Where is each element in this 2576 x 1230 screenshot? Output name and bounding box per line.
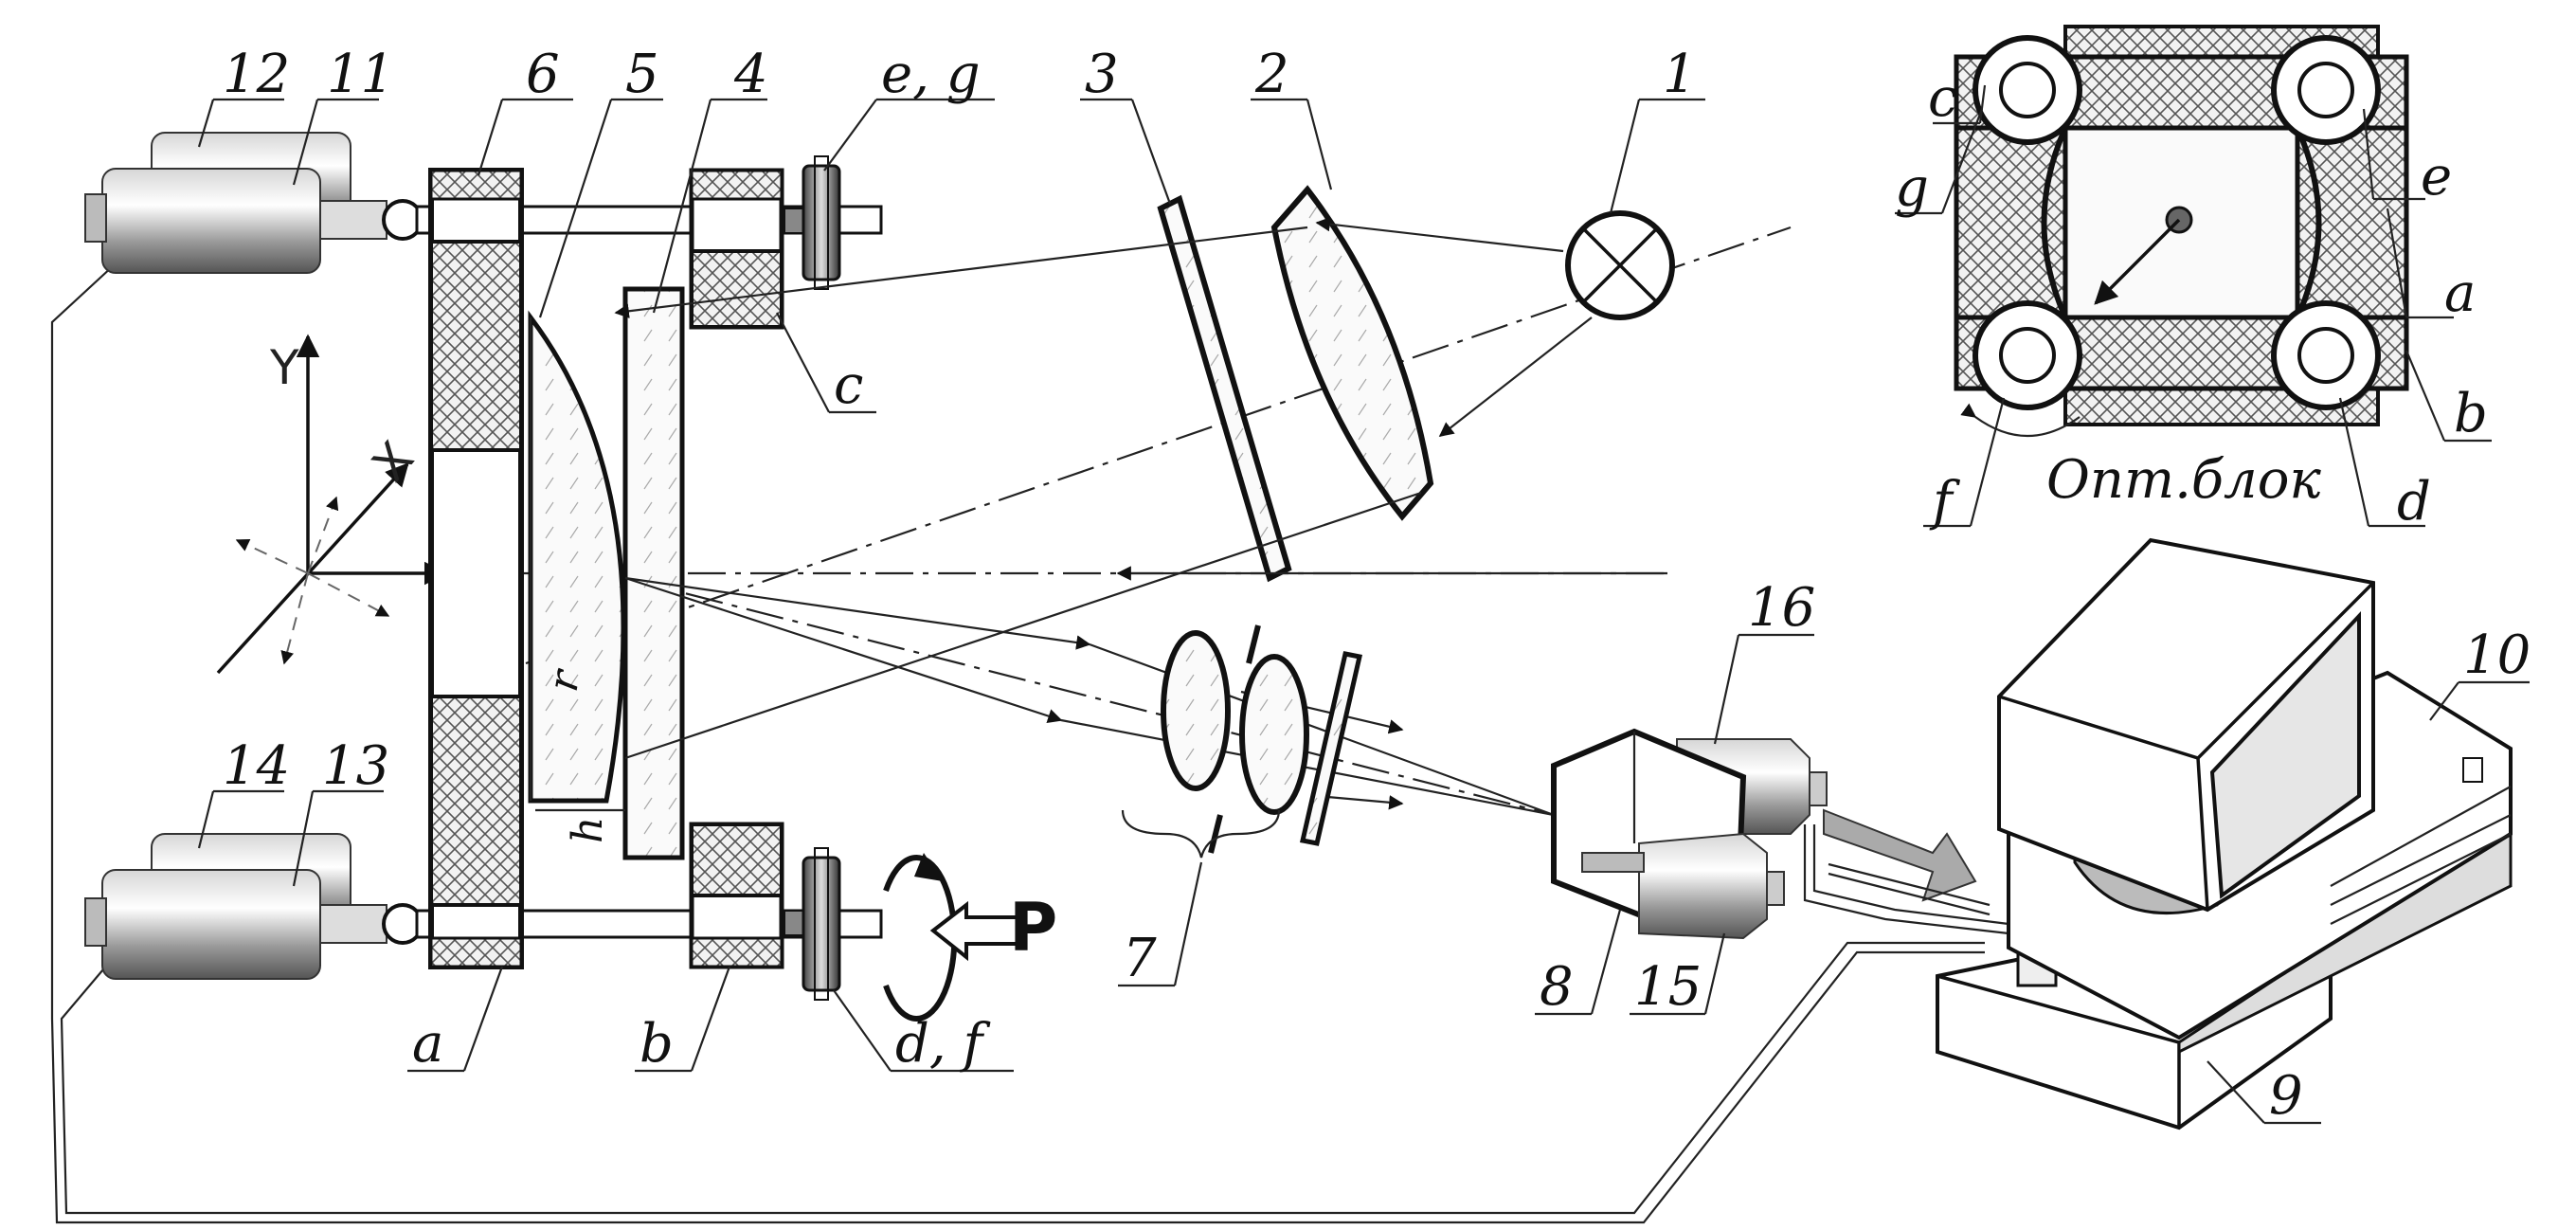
label-11: 11 xyxy=(327,44,394,105)
inset-label-c: c xyxy=(1928,67,1957,129)
inset-label-d: d xyxy=(2397,471,2431,533)
callout-labels: 1 2 3 4 5 6 e, g c 12 11 xyxy=(197,44,2531,1127)
inset-label-f: f xyxy=(1929,471,1961,533)
label-a: a xyxy=(412,1013,443,1075)
label-12: 12 xyxy=(223,44,290,105)
y-axis-label: Y xyxy=(269,340,299,395)
label-c: c xyxy=(834,354,863,416)
objective-7 xyxy=(1121,624,1363,859)
label-9: 9 xyxy=(2269,1065,2303,1127)
gear-bottom xyxy=(784,847,841,1001)
x-axis-label: X xyxy=(362,431,424,492)
motor-11 xyxy=(84,168,387,274)
label-2: 2 xyxy=(1254,44,1289,105)
label-8: 8 xyxy=(1540,956,1574,1018)
inset-label-b: b xyxy=(2454,383,2488,444)
inset-labels: c g e a b d f Опт.блок xyxy=(1895,67,2492,533)
computer-monitor xyxy=(1997,537,2375,915)
inset-label-e: e xyxy=(2421,146,2452,208)
force-label-P: P xyxy=(1009,889,1057,967)
coordinate-axes: Y X xyxy=(216,334,448,675)
lens-2 xyxy=(1270,185,1434,521)
label-5: 5 xyxy=(625,44,659,105)
carriage-block-top xyxy=(689,168,784,330)
label-e-g: e, g xyxy=(881,44,981,105)
lens-5: r xyxy=(528,310,626,804)
control-wiring xyxy=(50,264,2009,1224)
force-arrow-P: P xyxy=(929,889,1057,967)
motor-13 xyxy=(84,869,387,980)
h-label: h xyxy=(564,817,612,843)
label-7: 7 xyxy=(1123,928,1157,989)
label-1: 1 xyxy=(1663,44,1697,105)
frame-6 xyxy=(428,168,524,969)
label-14: 14 xyxy=(223,735,290,797)
motor-15 xyxy=(1581,832,1785,940)
carriage-block-bottom xyxy=(689,822,784,969)
label-13: 13 xyxy=(322,735,389,797)
label-b: b xyxy=(639,1013,674,1075)
label-16: 16 xyxy=(1748,577,1815,639)
motor-couplings xyxy=(382,199,423,945)
plate-3 xyxy=(1157,194,1292,583)
label-15: 15 xyxy=(1634,956,1702,1018)
optical-block-inset xyxy=(1954,25,2409,438)
label-10: 10 xyxy=(2463,624,2531,686)
data-arrow xyxy=(1823,808,1991,916)
inset-label-a: a xyxy=(2444,262,2476,324)
inset-caption: Опт.блок xyxy=(2046,449,2321,511)
label-d-f: d, f xyxy=(895,1013,991,1075)
inset-label-g: g xyxy=(1895,157,1929,219)
plate-4: h xyxy=(535,286,685,860)
light-source-1 xyxy=(1565,210,1675,320)
label-4: 4 xyxy=(733,44,768,105)
label-3: 3 xyxy=(1085,44,1119,105)
gear-top xyxy=(784,155,841,290)
label-6: 6 xyxy=(526,44,560,105)
